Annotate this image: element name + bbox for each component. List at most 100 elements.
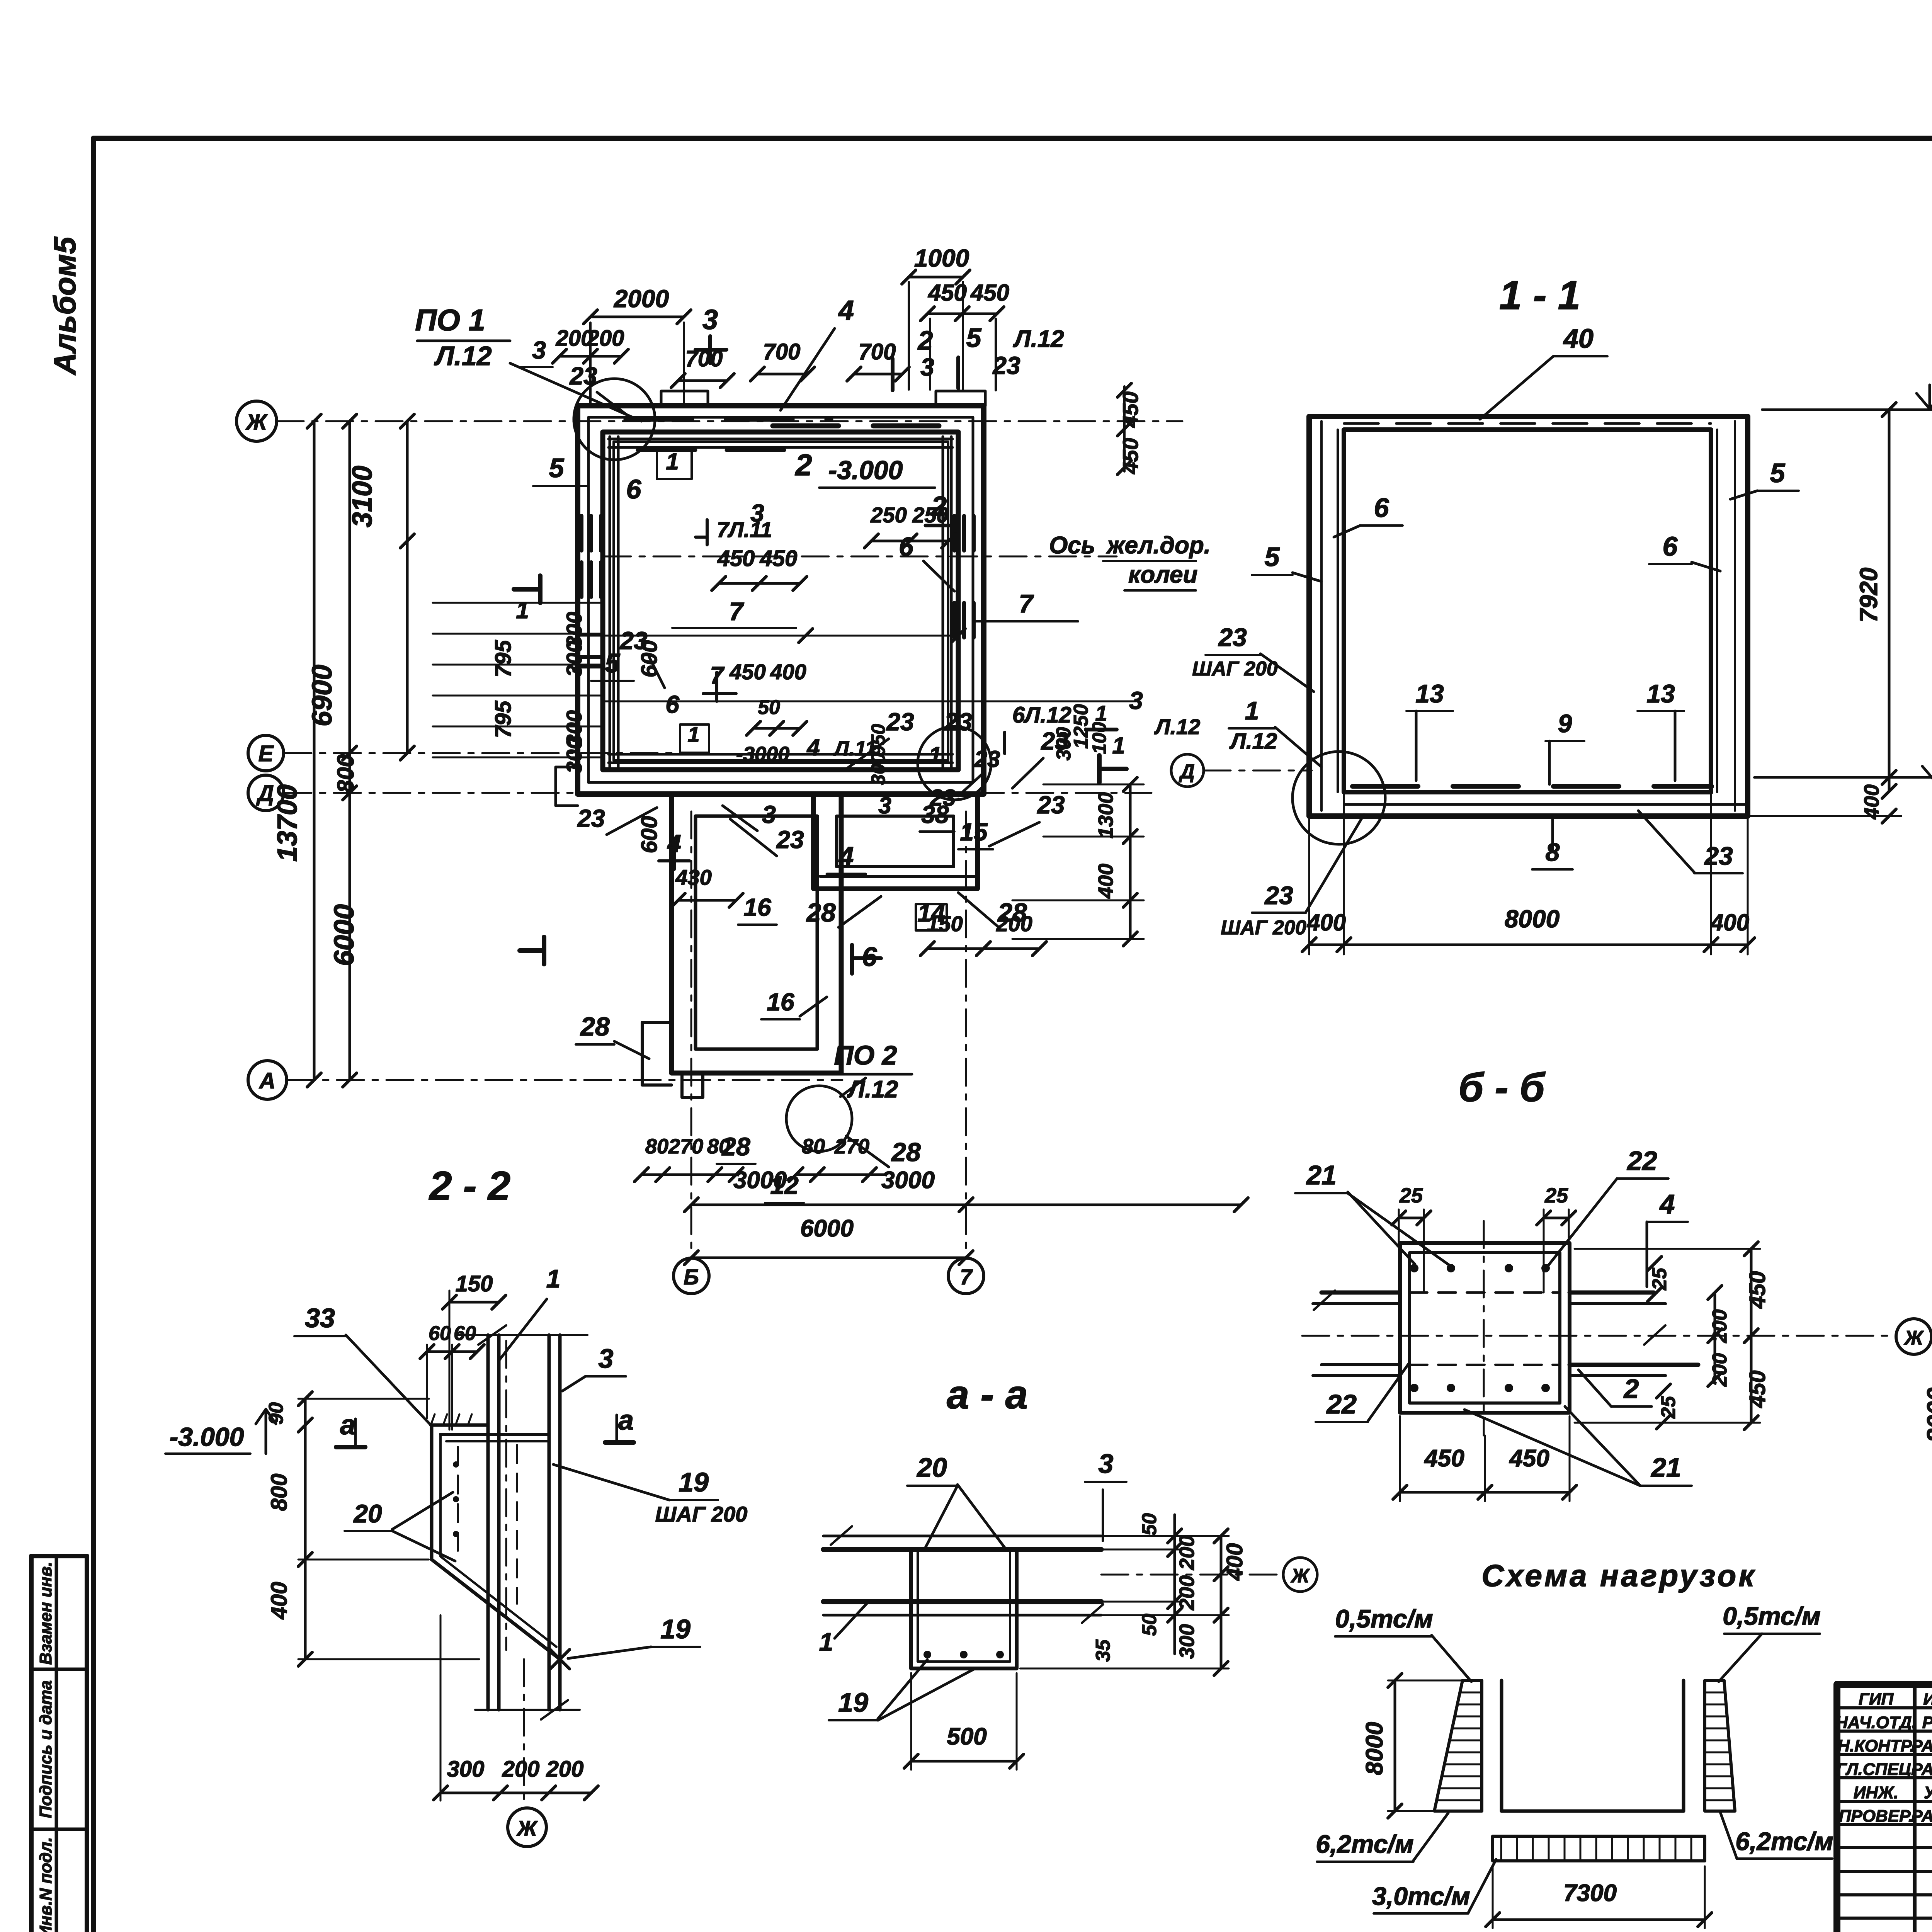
svg-text:25: 25 (1544, 1184, 1568, 1207)
svg-text:23: 23 (992, 352, 1020, 379)
svg-text:28: 28 (997, 898, 1027, 927)
svg-text:1: 1 (1095, 701, 1107, 725)
svg-text:Л.12: Л.12 (434, 341, 492, 371)
svg-text:35: 35 (1092, 1639, 1114, 1662)
svg-text:450: 450 (970, 280, 1009, 306)
svg-text:ИНЖ.: ИНЖ. (1854, 1783, 1898, 1802)
svg-text:400: 400 (770, 660, 806, 684)
svg-text:Ж: Ж (516, 1816, 538, 1840)
svg-text:9: 9 (1558, 709, 1572, 738)
svg-text:300: 300 (447, 1757, 485, 1782)
svg-text:450: 450 (1745, 1371, 1770, 1408)
svg-text:3,0тс/м: 3,0тс/м (1372, 1882, 1470, 1910)
svg-text:Ж: Ж (1903, 1327, 1924, 1349)
svg-text:270: 270 (834, 1135, 869, 1158)
svg-text:б - б: б - б (1458, 1065, 1546, 1110)
svg-text:450: 450 (1423, 1445, 1464, 1472)
svg-text:800: 800 (333, 754, 359, 793)
svg-text:3: 3 (750, 499, 764, 527)
svg-text:6: 6 (1663, 531, 1678, 561)
svg-text:23: 23 (930, 785, 956, 811)
svg-text:6000: 6000 (329, 904, 360, 966)
svg-text:1000: 1000 (914, 244, 969, 272)
svg-text:3000: 3000 (881, 1167, 935, 1194)
svg-text:400: 400 (267, 1582, 292, 1620)
svg-text:3: 3 (878, 793, 891, 818)
svg-text:4: 4 (806, 735, 820, 760)
svg-text:а: а (340, 1410, 355, 1440)
svg-text:0,5тс/м: 0,5тс/м (1723, 1602, 1820, 1630)
svg-text:4: 4 (838, 295, 854, 326)
svg-text:450: 450 (717, 546, 755, 571)
svg-text:Ж: Ж (1290, 1565, 1310, 1587)
svg-text:19: 19 (679, 1467, 709, 1497)
svg-text:300: 300 (867, 753, 889, 785)
svg-text:4: 4 (1659, 1189, 1675, 1219)
svg-text:Ж: Ж (245, 410, 268, 435)
svg-text:6,2тс/м: 6,2тс/м (1735, 1827, 1833, 1855)
svg-text:13: 13 (1646, 679, 1675, 708)
svg-text:ПО 2: ПО 2 (834, 1040, 897, 1070)
svg-text:23: 23 (619, 627, 647, 655)
svg-text:33: 33 (305, 1303, 335, 1333)
svg-text:ШАГ 200: ШАГ 200 (1221, 917, 1306, 939)
svg-text:23: 23 (944, 708, 972, 736)
svg-text:7300: 7300 (1563, 1880, 1617, 1906)
svg-text:22: 22 (1626, 1146, 1657, 1176)
svg-text:700: 700 (763, 339, 801, 364)
svg-text:23: 23 (1218, 623, 1247, 651)
svg-text:РАШЕВСКИЙ: РАШЕВСКИЙ (1911, 1759, 1932, 1779)
svg-text:5: 5 (605, 648, 621, 678)
svg-text:28: 28 (806, 898, 836, 927)
svg-text:270: 270 (668, 1135, 703, 1158)
svg-text:13700: 13700 (272, 784, 303, 862)
svg-text:60: 60 (429, 1322, 451, 1345)
svg-text:50: 50 (1138, 1513, 1161, 1536)
svg-text:жел.дор.: жел.дор. (1106, 532, 1211, 559)
svg-text:450: 450 (1118, 391, 1143, 428)
svg-text:Ось: Ось (1049, 532, 1095, 559)
svg-text:250: 250 (912, 503, 948, 527)
svg-text:50: 50 (1138, 1614, 1161, 1636)
svg-text:450: 450 (760, 546, 798, 571)
svg-text:3: 3 (1129, 687, 1143, 714)
svg-text:2: 2 (1623, 1374, 1639, 1404)
svg-text:23: 23 (1704, 842, 1733, 870)
svg-text:300: 300 (562, 710, 586, 746)
svg-text:20: 20 (353, 1499, 382, 1528)
svg-text:Альбом5: Альбом5 (48, 236, 82, 376)
svg-text:430: 430 (675, 865, 711, 889)
svg-text:19: 19 (838, 1687, 868, 1718)
svg-text:80: 80 (645, 1135, 668, 1158)
svg-text:2: 2 (917, 325, 933, 355)
svg-text:450: 450 (1509, 1445, 1549, 1472)
svg-text:400: 400 (1860, 784, 1883, 820)
svg-text:1: 1 (516, 597, 529, 623)
svg-text:13: 13 (1415, 679, 1444, 708)
svg-text:а: а (618, 1405, 634, 1436)
svg-text:7: 7 (960, 1265, 973, 1289)
svg-text:Подпись и дата: Подпись и дата (36, 1680, 55, 1818)
svg-text:6900: 6900 (307, 665, 338, 726)
svg-text:100: 100 (1088, 722, 1110, 754)
svg-text:400: 400 (1094, 864, 1117, 899)
svg-text:795: 795 (491, 640, 516, 678)
svg-text:23: 23 (1037, 791, 1065, 819)
svg-text:1: 1 (929, 742, 941, 768)
svg-text:3: 3 (762, 801, 776, 828)
svg-text:1250: 1250 (1070, 704, 1092, 749)
svg-text:700: 700 (859, 339, 896, 364)
svg-text:25: 25 (1648, 1267, 1671, 1291)
svg-text:800: 800 (267, 1474, 292, 1511)
svg-text:450: 450 (729, 660, 765, 684)
svg-text:Схема нагрузок: Схема нагрузок (1481, 1558, 1757, 1593)
svg-text:200: 200 (1175, 1535, 1199, 1570)
svg-text:16: 16 (767, 988, 794, 1016)
svg-text:40: 40 (1563, 323, 1594, 354)
svg-text:400: 400 (1710, 910, 1749, 935)
svg-text:3: 3 (920, 353, 934, 381)
svg-text:200: 200 (1175, 1575, 1199, 1611)
svg-text:7: 7 (729, 597, 745, 626)
svg-text:2: 2 (930, 491, 947, 522)
svg-text:16: 16 (743, 893, 771, 921)
